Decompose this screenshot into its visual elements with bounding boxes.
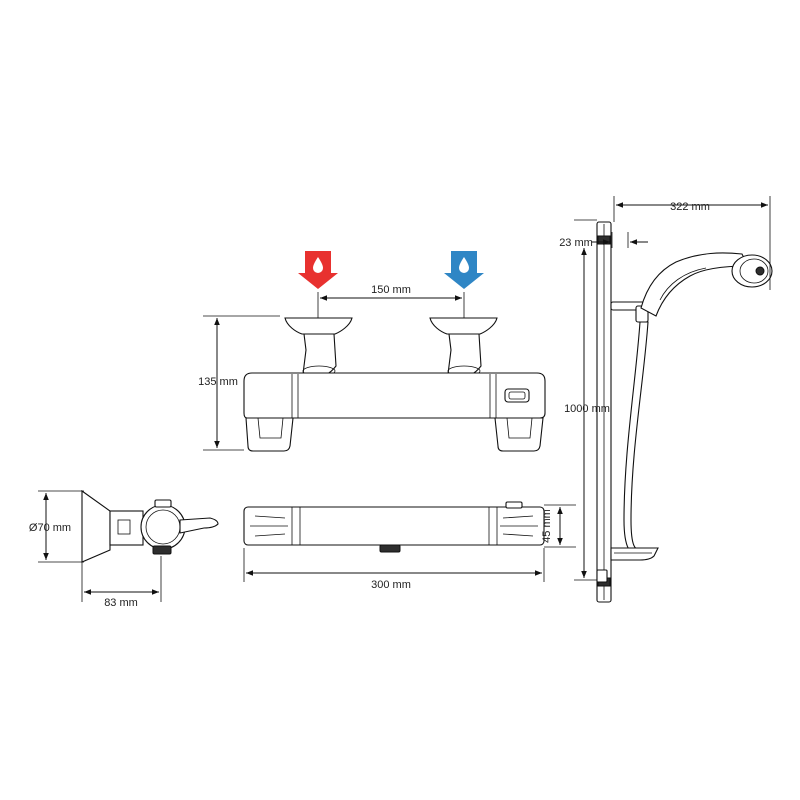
- body-depth-dimension: 45 mm: [541, 504, 576, 548]
- shower-rail-view: 322 mm 23 mm 1000 mm: [559, 196, 773, 603]
- body-length-label: 300 mm: [371, 579, 411, 591]
- rail-width-label: 23 mm: [559, 237, 593, 249]
- hot-water-drop-arrow-icon: [298, 251, 338, 289]
- body-depth-label: 45 mm: [541, 509, 553, 543]
- rail-height-label: 1000 mm: [564, 403, 610, 415]
- body-length-dimension: 300 mm: [243, 548, 545, 591]
- rail-reach-label: 322 mm: [670, 201, 710, 213]
- inlet-spacing-dimension: 150 mm: [317, 284, 465, 318]
- rail-width-dimension: 23 mm: [559, 232, 648, 249]
- cold-water-drop-arrow-icon: [444, 251, 484, 289]
- rail-height-dimension: 1000 mm: [564, 219, 610, 581]
- mixer-height-label: 135 mm: [198, 376, 238, 388]
- front-view: 150 mm 135 mm: [198, 251, 546, 452]
- inlet-spacing-label: 150 mm: [371, 284, 411, 296]
- connector-diameter-label: Ø70 mm: [29, 522, 71, 534]
- connector-diameter-dimension: Ø70 mm: [29, 490, 84, 563]
- top-view: 45 mm 300 mm: [243, 501, 576, 591]
- side-view: Ø70 mm 83 mm: [29, 489, 219, 609]
- rail-reach-dimension: 322 mm: [613, 196, 771, 290]
- side-depth-dimension: 83 mm: [81, 556, 162, 609]
- mixer-height-dimension: 135 mm: [198, 315, 280, 451]
- side-depth-label: 83 mm: [104, 597, 138, 609]
